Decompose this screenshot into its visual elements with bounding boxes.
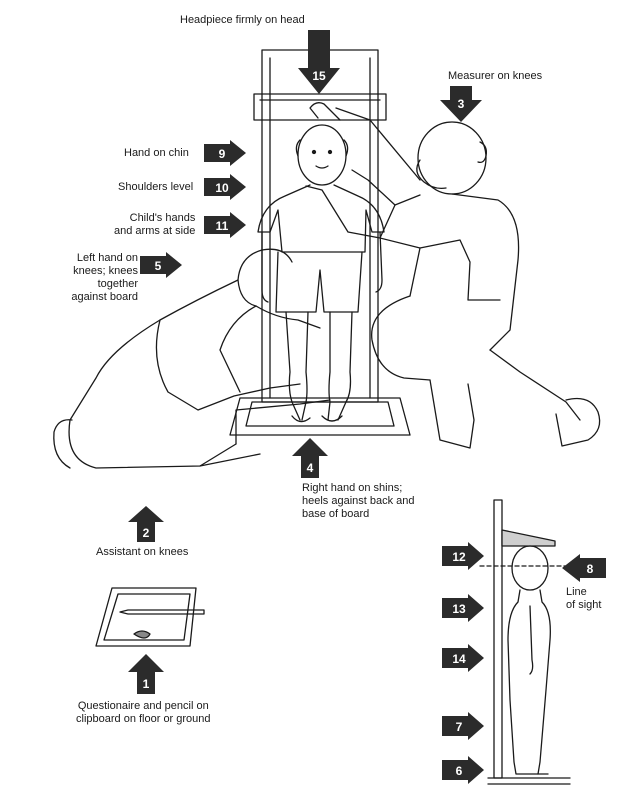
arrow-11: 11 [204, 212, 246, 238]
clipboard [96, 588, 204, 646]
label-line: and arms at side [114, 225, 195, 238]
label-line-of-sight: Line of sight [566, 586, 601, 612]
label-line: heels against back and [302, 495, 415, 508]
label-right-hand: Right hand on shins; heels against back … [302, 482, 415, 521]
svg-text:3: 3 [458, 97, 465, 111]
label-line: together [62, 278, 138, 291]
side-child-figure [508, 546, 550, 774]
arrow-10: 10 [204, 174, 246, 200]
label-line: clipboard on floor or ground [76, 713, 211, 726]
label-left-hand: Left hand on knees; knees together again… [62, 252, 138, 304]
arrow-7: 7 [442, 712, 484, 740]
label-headpiece: Headpiece firmly on head [180, 14, 305, 27]
arrow-1: 1 [128, 654, 164, 694]
arrow-6: 6 [442, 756, 484, 784]
svg-text:1: 1 [143, 677, 150, 691]
label-questionnaire: Questionaire and pencil on clipboard on … [76, 700, 211, 726]
arrow-2: 2 [128, 506, 164, 542]
label-measurer: Measurer on knees [448, 70, 542, 83]
label-shoulders: Shoulders level [118, 181, 193, 194]
arrow-14: 14 [442, 644, 484, 672]
arrow-9: 9 [204, 140, 246, 166]
label-line: base of board [302, 508, 415, 521]
svg-text:2: 2 [143, 526, 150, 540]
arrow-12: 12 [442, 542, 484, 570]
arrow-3: 3 [440, 86, 482, 122]
svg-text:10: 10 [215, 181, 229, 195]
side-board [480, 500, 570, 784]
label-line: of sight [566, 599, 601, 612]
label-line: Questionaire and pencil on [76, 700, 211, 713]
measurer-figure [306, 103, 600, 448]
arrow-number: 15 [312, 69, 326, 83]
arrow-13: 13 [442, 594, 484, 622]
svg-text:9: 9 [219, 147, 226, 161]
label-line: against board [62, 291, 138, 304]
label-line: Left hand on [62, 252, 138, 265]
label-line: Line [566, 586, 601, 599]
svg-text:14: 14 [452, 652, 466, 666]
svg-text:11: 11 [216, 219, 229, 233]
svg-text:4: 4 [307, 461, 314, 475]
svg-text:5: 5 [155, 259, 162, 273]
child-figure [258, 125, 384, 422]
label-line: Child's hands [114, 212, 195, 225]
label-hands-side: Child's hands and arms at side [114, 212, 195, 238]
svg-text:7: 7 [456, 720, 463, 734]
arrow-8: 8 [562, 554, 606, 582]
svg-text:12: 12 [452, 550, 466, 564]
label-hand-chin: Hand on chin [124, 147, 189, 160]
label-assistant: Assistant on knees [96, 546, 188, 559]
arrow-4: 4 [292, 438, 328, 478]
label-line: Right hand on shins; [302, 482, 415, 495]
svg-text:13: 13 [452, 602, 466, 616]
svg-text:8: 8 [587, 562, 594, 576]
svg-text:6: 6 [456, 764, 463, 778]
arrow-5: 5 [140, 252, 182, 278]
label-line: knees; knees [62, 265, 138, 278]
measuring-board [230, 50, 410, 435]
arrow-15: 15 [298, 30, 340, 94]
